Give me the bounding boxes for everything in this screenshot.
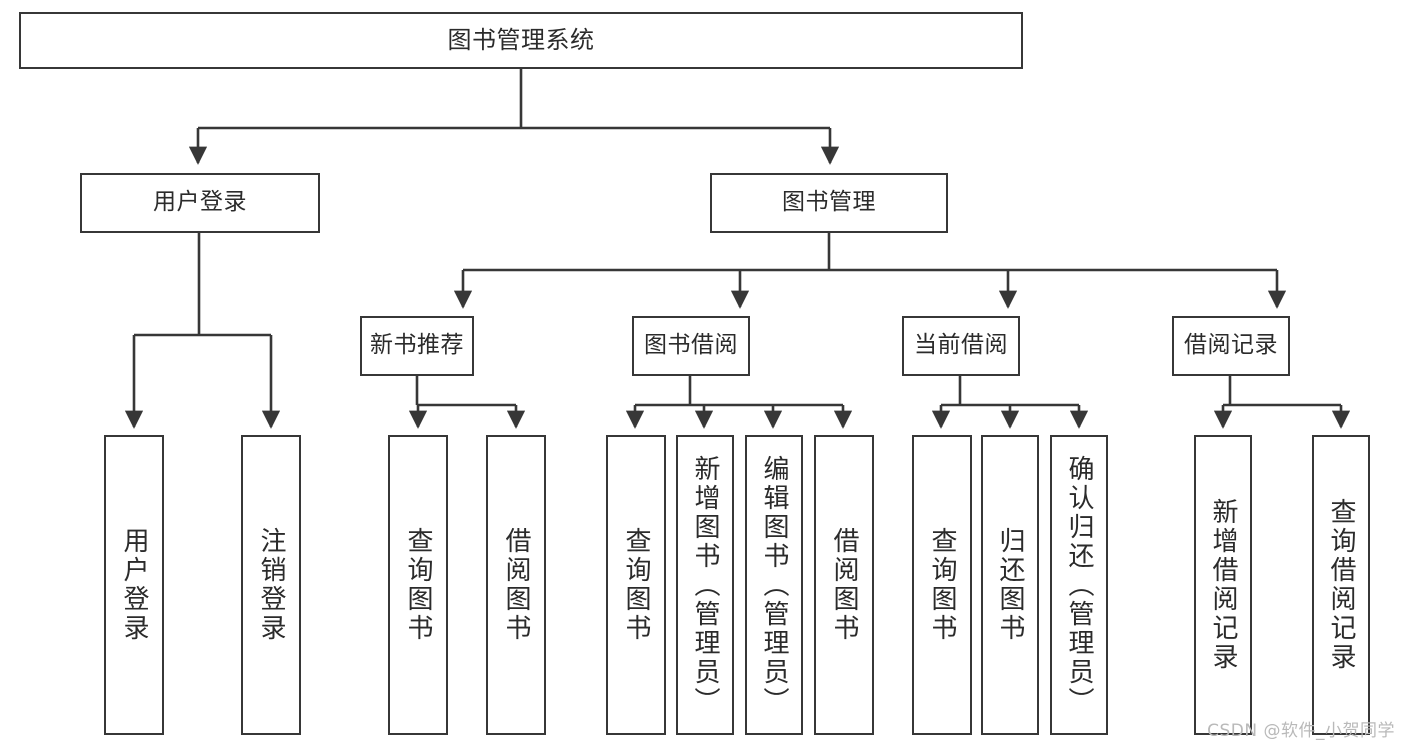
leaf-user-login-login[interactable]: 用户登录 bbox=[104, 435, 164, 735]
leaf-current-borrow-return[interactable]: 归还图书 bbox=[981, 435, 1039, 735]
leaf-user-login-logout[interactable]: 注销登录 bbox=[241, 435, 301, 735]
node-label: 查询借阅记录 bbox=[1326, 498, 1356, 672]
leaf-book-borrow-query[interactable]: 查询图书 bbox=[606, 435, 666, 735]
leaf-current-borrow-query[interactable]: 查询图书 bbox=[912, 435, 972, 735]
node-borrow-record[interactable]: 借阅记录 bbox=[1172, 316, 1290, 376]
leaf-new-book-borrow[interactable]: 借阅图书 bbox=[486, 435, 546, 735]
node-label: 图书管理系统 bbox=[447, 26, 595, 55]
node-new-book-recommend[interactable]: 新书推荐 bbox=[360, 316, 474, 376]
node-book-management[interactable]: 图书管理 bbox=[710, 173, 948, 233]
leaf-borrow-record-add[interactable]: 新增借阅记录 bbox=[1194, 435, 1252, 735]
node-label: 查询图书 bbox=[403, 527, 433, 643]
node-label: 图书管理 bbox=[782, 189, 876, 216]
node-current-borrow[interactable]: 当前借阅 bbox=[902, 316, 1020, 376]
node-label: 归还图书 bbox=[995, 527, 1025, 643]
node-label: 当前借阅 bbox=[914, 332, 1008, 359]
leaf-borrow-record-query[interactable]: 查询借阅记录 bbox=[1312, 435, 1370, 735]
leaf-book-borrow-edit-admin[interactable]: 编辑图书（管理员） bbox=[745, 435, 803, 735]
node-label: 确认归还（管理员） bbox=[1064, 454, 1094, 716]
node-label: 新增借阅记录 bbox=[1208, 498, 1238, 672]
leaf-book-borrow-borrow[interactable]: 借阅图书 bbox=[814, 435, 874, 735]
leaf-book-borrow-add-admin[interactable]: 新增图书（管理员） bbox=[676, 435, 734, 735]
node-label: 新书推荐 bbox=[370, 332, 464, 359]
node-label: 新增图书（管理员） bbox=[690, 454, 720, 716]
leaf-current-borrow-confirm-admin[interactable]: 确认归还（管理员） bbox=[1050, 435, 1108, 735]
node-book-borrow[interactable]: 图书借阅 bbox=[632, 316, 750, 376]
node-label: 用户登录 bbox=[153, 189, 247, 216]
node-label: 借阅图书 bbox=[829, 527, 859, 643]
node-label: 用户登录 bbox=[119, 527, 149, 643]
node-label: 查询图书 bbox=[621, 527, 651, 643]
leaf-new-book-query[interactable]: 查询图书 bbox=[388, 435, 448, 735]
node-label: 注销登录 bbox=[256, 527, 286, 643]
node-label: 查询图书 bbox=[927, 527, 957, 643]
node-label: 编辑图书（管理员） bbox=[759, 454, 789, 716]
node-label: 借阅记录 bbox=[1184, 332, 1278, 359]
node-label: 图书借阅 bbox=[644, 332, 738, 359]
node-label: 借阅图书 bbox=[501, 527, 531, 643]
node-user-login[interactable]: 用户登录 bbox=[80, 173, 320, 233]
node-root-book-management-system[interactable]: 图书管理系统 bbox=[19, 12, 1023, 69]
